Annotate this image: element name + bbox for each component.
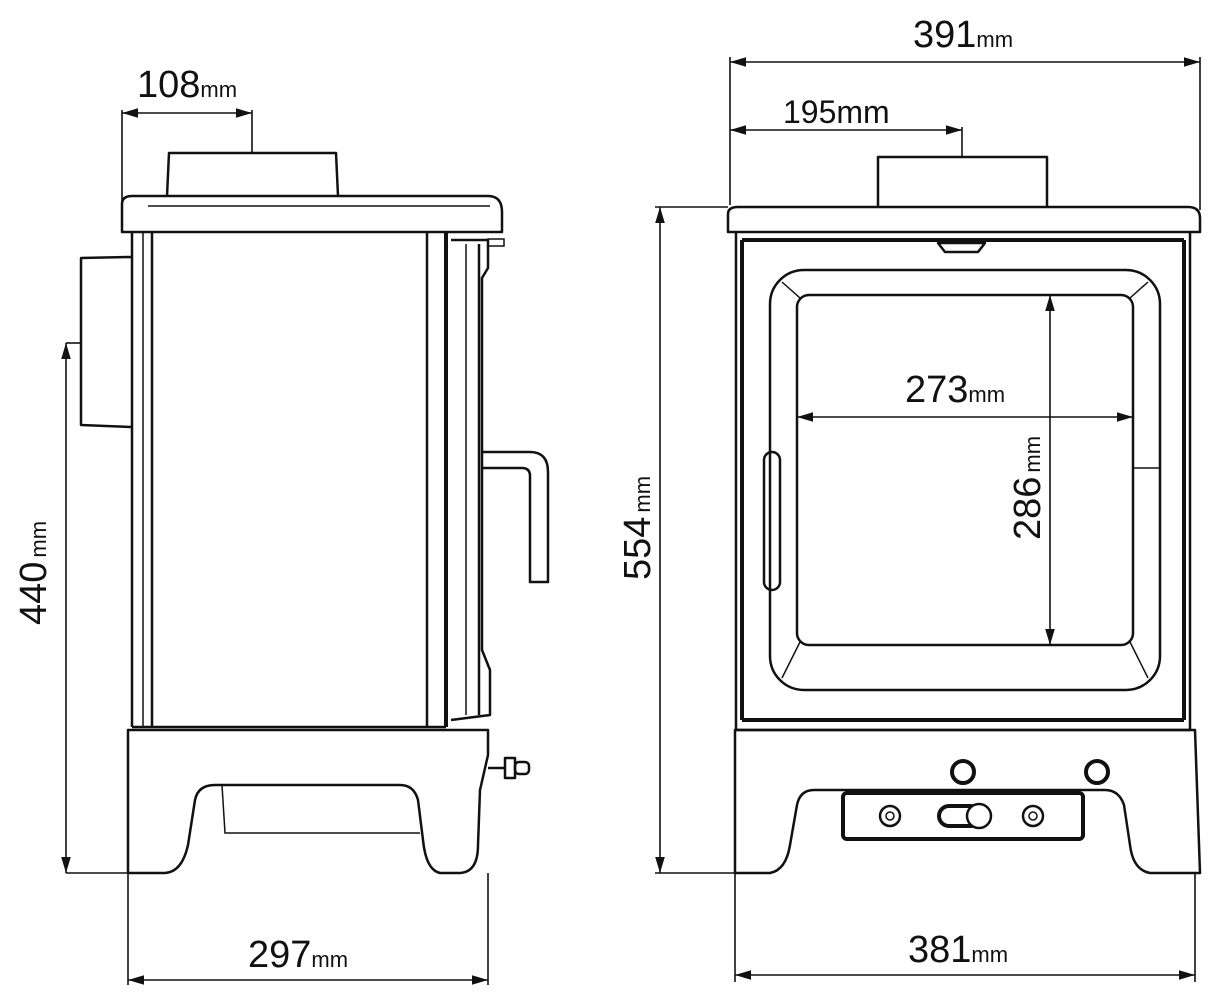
svg-text:440mm: 440 mm — [13, 521, 55, 625]
front-door-frame — [768, 268, 1162, 692]
front-top-vent — [936, 241, 987, 254]
air-vent-right — [1084, 759, 1110, 785]
dim-440: 440 mm — [13, 342, 128, 874]
side-view — [79, 151, 550, 875]
dim-unit: mm — [836, 94, 889, 130]
dim-value: 297 — [248, 934, 311, 976]
dim-554: 554 mm — [617, 206, 735, 874]
front-base — [733, 728, 1202, 875]
side-flue-collar — [165, 151, 340, 197]
glass-corner-bevels — [781, 281, 1149, 679]
side-air-control-knob — [488, 756, 531, 780]
svg-text:286mm: 286 mm — [1007, 436, 1049, 540]
dim-unit: mm — [311, 947, 348, 972]
svg-text:273mm: 273mm — [905, 369, 1005, 411]
side-rear-box — [79, 255, 132, 429]
dim-value: 391 — [913, 14, 976, 56]
front-body — [734, 232, 1192, 732]
svg-text:554mm: 554 mm — [617, 476, 659, 580]
dim-381: 381mm — [734, 873, 1196, 982]
side-body — [130, 232, 448, 729]
dim-unit: mm — [971, 942, 1008, 967]
dim-unit: mm — [1020, 436, 1045, 473]
dim-unit: mm — [976, 27, 1013, 52]
side-top-plate — [120, 194, 504, 234]
screw-left-icon — [878, 804, 902, 828]
svg-text:391mm: 391mm — [913, 14, 1013, 56]
dim-unit: mm — [630, 476, 655, 513]
dim-unit: mm — [26, 521, 51, 558]
dim-unit: mm — [200, 77, 237, 102]
screw-right-icon — [1021, 804, 1045, 828]
dim-unit: mm — [968, 382, 1005, 407]
front-door-glass — [795, 293, 1135, 647]
dim-286: 286 mm — [1007, 295, 1055, 645]
side-door-handle — [482, 450, 550, 584]
dim-value: 440 — [13, 562, 55, 625]
dim-value: 195 — [783, 94, 836, 130]
dim-297: 297mm — [127, 873, 489, 985]
dim-value: 273 — [905, 369, 968, 411]
side-base — [126, 728, 490, 875]
dim-value: 286 — [1007, 477, 1049, 540]
air-slider-knob — [965, 802, 993, 830]
svg-text:381mm: 381mm — [908, 929, 1008, 971]
front-top-plate — [726, 205, 1202, 234]
dim-108: 108mm — [121, 64, 253, 204]
dim-195: 195mm — [730, 94, 963, 157]
dim-value: 381 — [908, 929, 971, 971]
front-door-handle — [762, 450, 782, 592]
air-vent-left — [950, 759, 976, 785]
air-control-plate — [841, 791, 1085, 841]
svg-text:297mm: 297mm — [248, 934, 348, 976]
dim-value: 554 — [617, 517, 659, 580]
svg-text:195mm: 195mm — [783, 94, 890, 130]
svg-text:108mm: 108mm — [137, 64, 237, 106]
dim-value: 108 — [137, 64, 200, 106]
front-flue-collar — [876, 155, 1049, 206]
dim-273: 273mm — [797, 369, 1133, 422]
front-view — [726, 155, 1202, 875]
side-ashpan — [221, 784, 420, 834]
side-door — [450, 238, 505, 722]
